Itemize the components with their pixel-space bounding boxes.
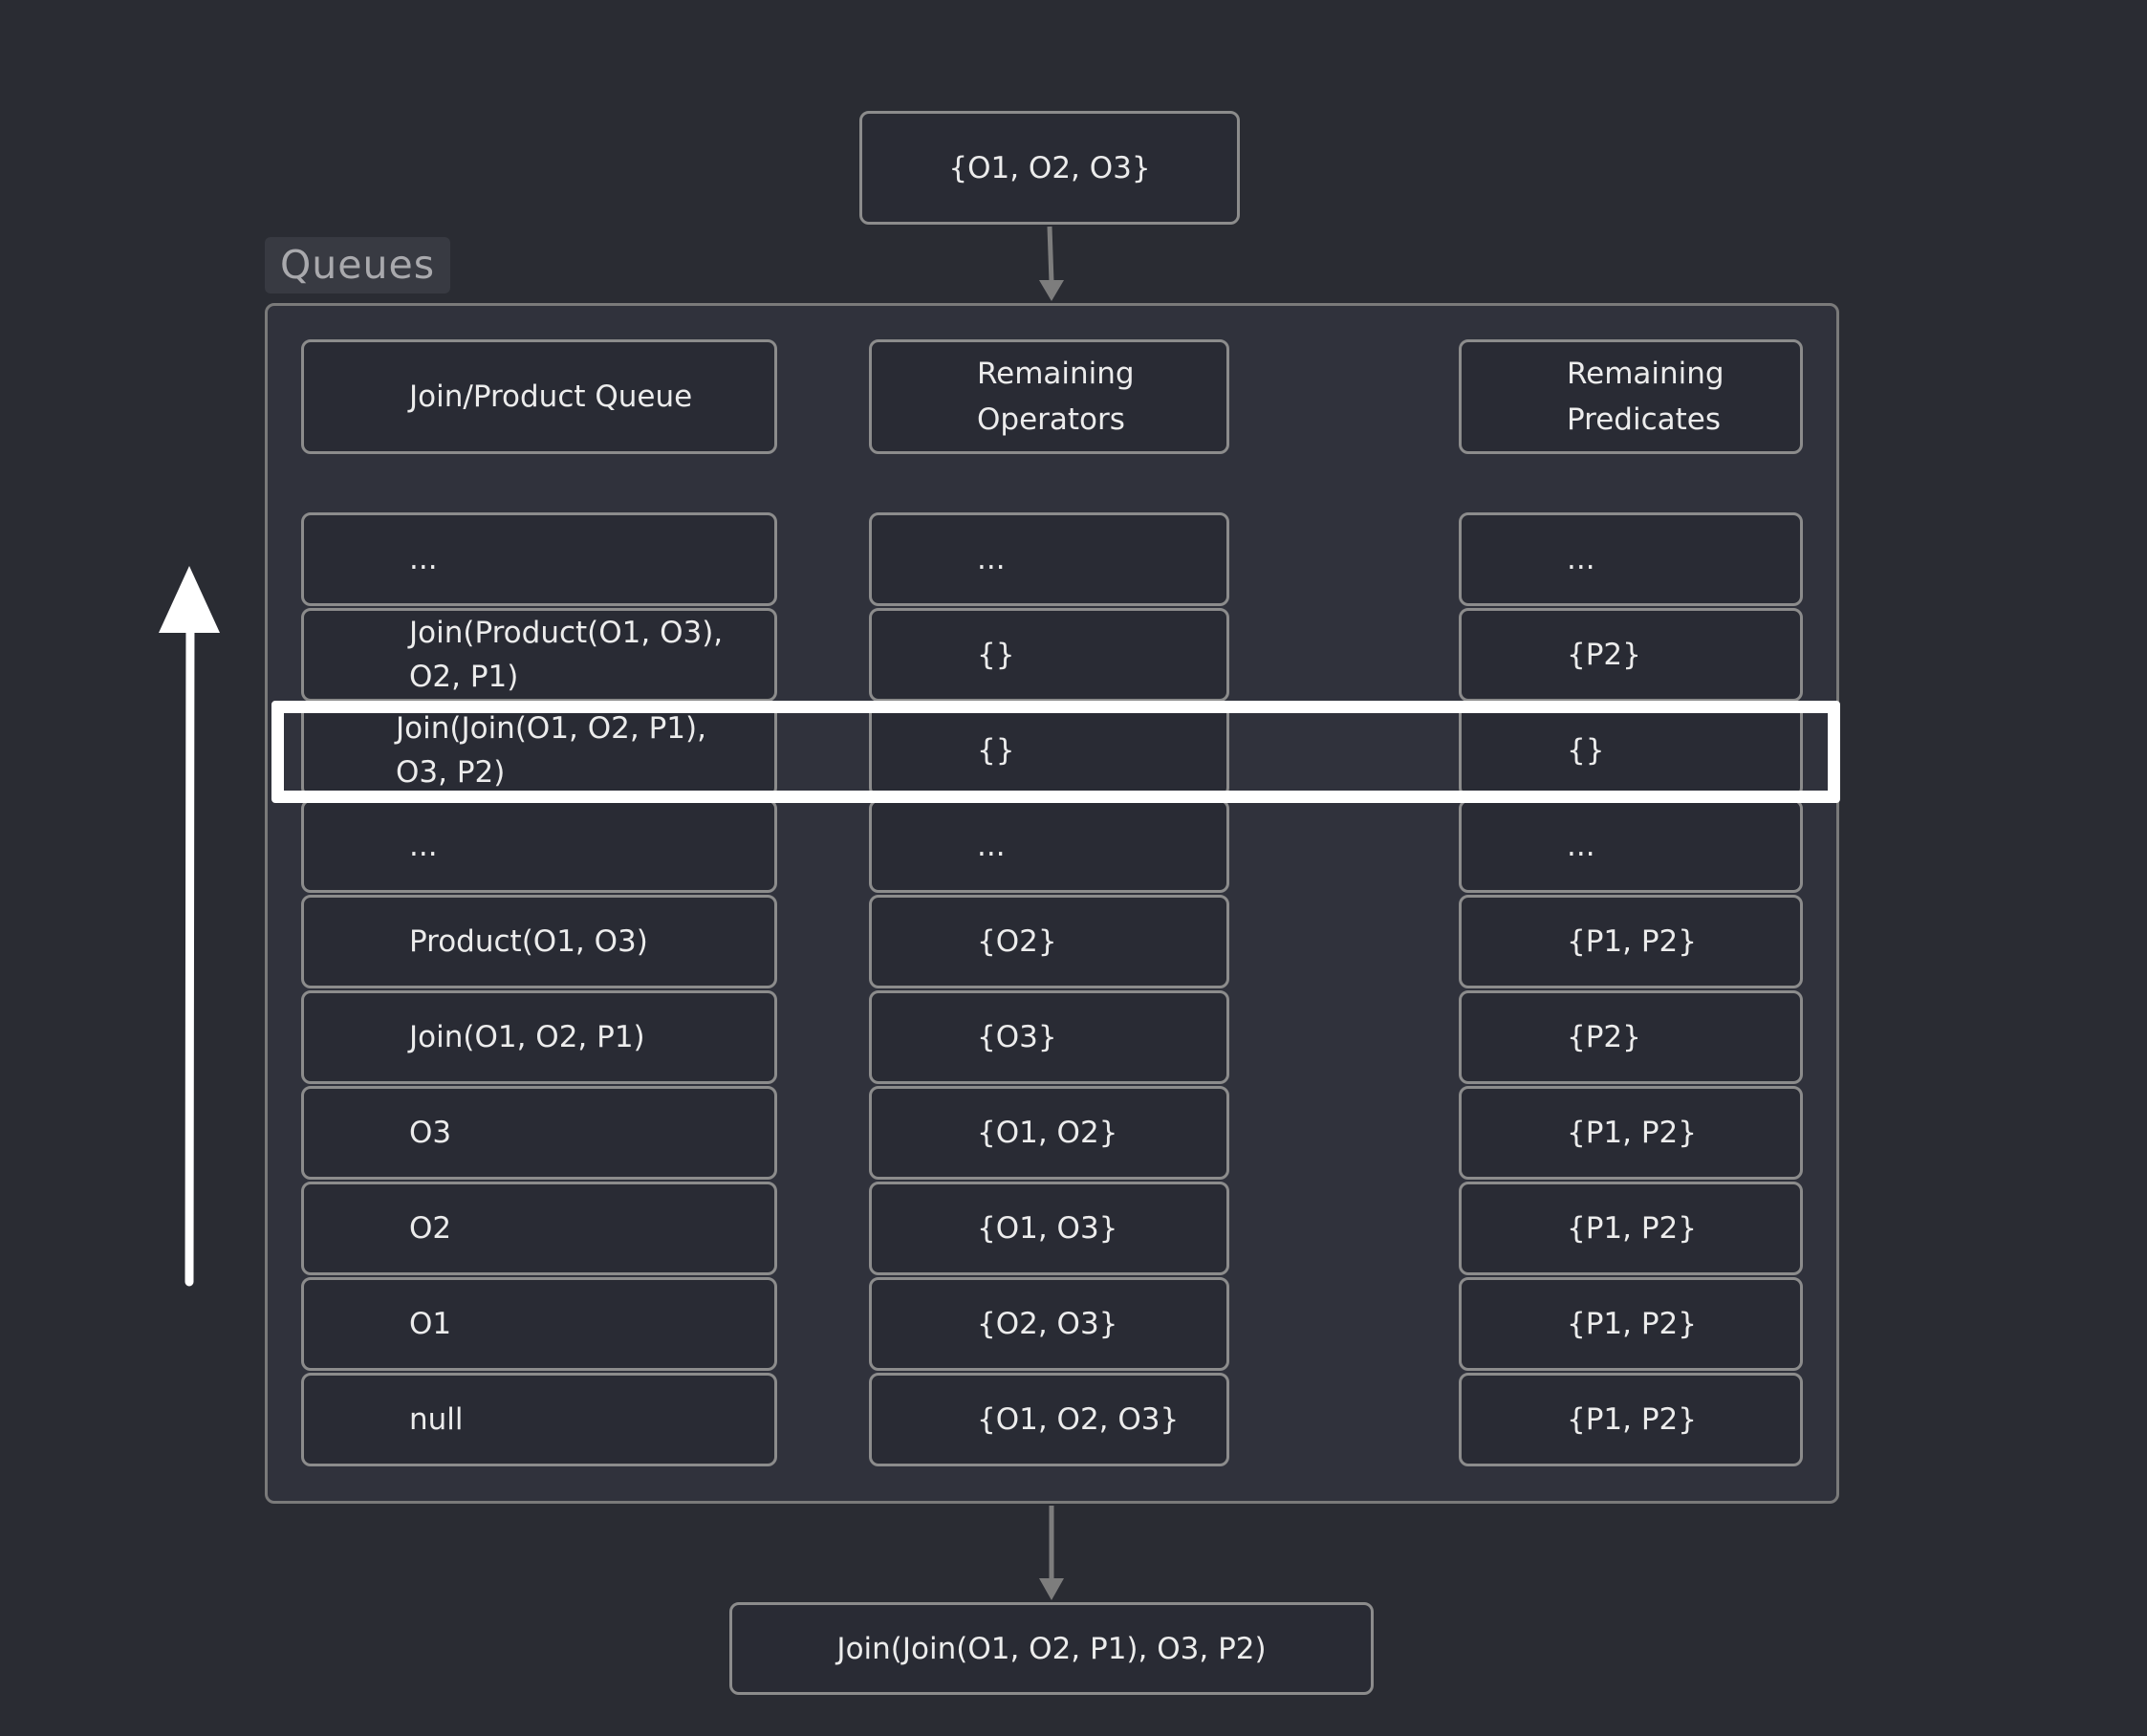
queue-cell: O2 <box>301 1182 777 1275</box>
input-set-box: {O1, O2, O3} <box>859 111 1240 225</box>
header-join-product-queue: Join/Product Queue <box>301 339 777 454</box>
operators-cell: {} <box>869 608 1229 702</box>
predicates-cell: {P1, P2} <box>1459 895 1803 988</box>
queue-cell: null <box>301 1373 777 1466</box>
queue-order-up-arrow <box>159 566 220 1287</box>
operators-cell: ... <box>869 512 1229 606</box>
queue-cell: Product(O1, O3) <box>301 895 777 988</box>
output-plan-box: Join(Join(O1, O2, P1), O3, P2) <box>729 1602 1374 1695</box>
operators-cell: ... <box>869 799 1229 893</box>
operators-cell: {O3} <box>869 990 1229 1084</box>
operators-cell: {} <box>869 704 1229 797</box>
input-set-label: {O1, O2, O3} <box>948 150 1151 185</box>
operators-cell: {O2} <box>869 895 1229 988</box>
operators-cell: {O1, O2} <box>869 1086 1229 1180</box>
queue-cell: Join(Product(O1, O3), O2, P1) <box>301 608 777 702</box>
operators-cell: {O1, O3} <box>869 1182 1229 1275</box>
predicates-cell: ... <box>1459 512 1803 606</box>
queue-cell: ... <box>301 512 777 606</box>
predicates-cell: {P1, P2} <box>1459 1373 1803 1466</box>
predicates-cell: {P2} <box>1459 608 1803 702</box>
queues-label: Queues <box>265 237 451 293</box>
header-remaining-predicates: Remaining Predicates <box>1459 339 1803 454</box>
output-plan-label: Join(Join(O1, O2, P1), O3, P2) <box>836 1631 1267 1666</box>
queue-cell: O3 <box>301 1086 777 1180</box>
operators-cell: {O2, O3} <box>869 1277 1229 1371</box>
operators-cell: {O1, O2, O3} <box>869 1373 1229 1466</box>
predicates-cell: {P2} <box>1459 990 1803 1084</box>
queue-cell: O1 <box>301 1277 777 1371</box>
arrow-queues-to-output <box>1039 1506 1064 1600</box>
predicates-cell: {P1, P2} <box>1459 1277 1803 1371</box>
predicates-cell: {P1, P2} <box>1459 1182 1803 1275</box>
queue-cell: Join(O1, O2, P1) <box>301 990 777 1084</box>
arrow-input-to-queues <box>1039 226 1064 301</box>
queue-cell: Join(Join(O1, O2, P1), O3, P2) <box>301 704 777 797</box>
header-remaining-operators: Remaining Operators <box>869 339 1229 454</box>
predicates-cell: {P1, P2} <box>1459 1086 1803 1180</box>
